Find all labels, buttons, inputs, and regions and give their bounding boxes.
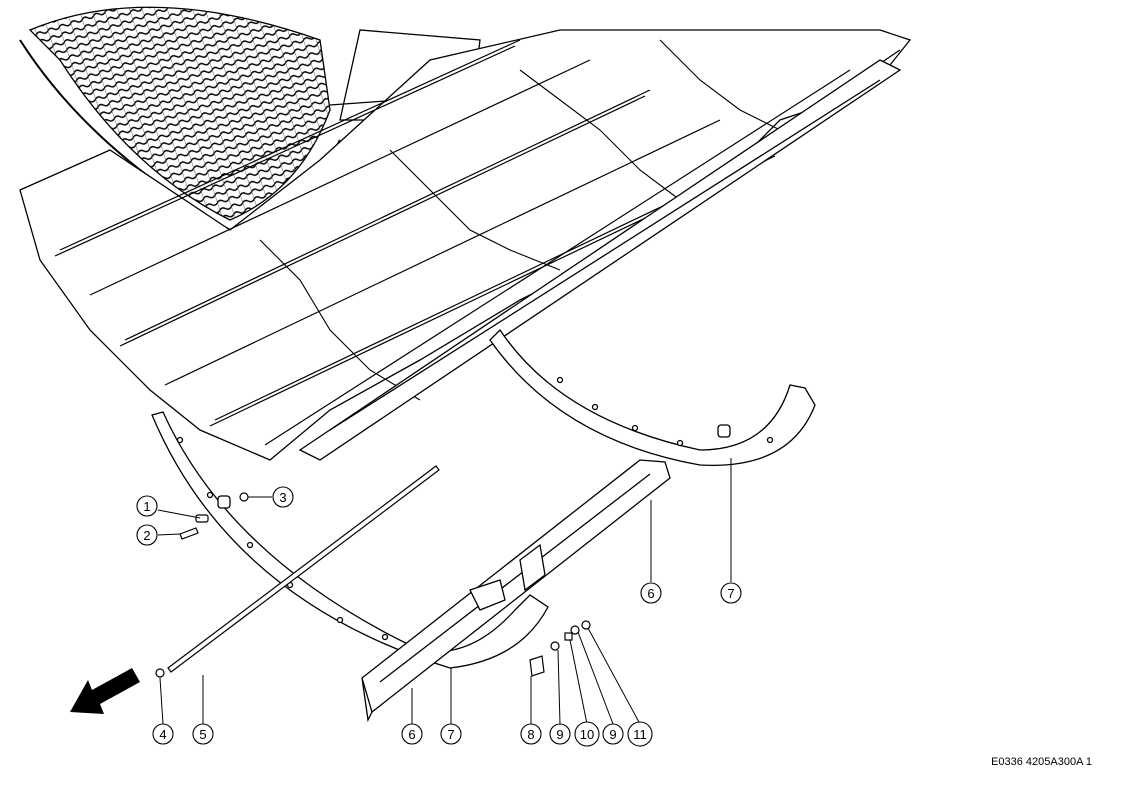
callout-5: 5	[192, 723, 214, 745]
svg-text:7: 7	[447, 727, 454, 742]
side-rail	[298, 59, 902, 461]
part-2-bolt	[179, 527, 199, 540]
lower-curved-strap	[151, 411, 549, 669]
direction-arrow-icon	[70, 668, 140, 714]
small-parts	[179, 492, 591, 677]
callout-6-lower: 6	[401, 723, 423, 745]
upper-curved-strap	[489, 328, 816, 467]
long-rod	[155, 465, 440, 678]
grate-crossbars	[259, 39, 781, 401]
assembled-concave	[19, 6, 912, 461]
callout-4: 4	[152, 723, 174, 745]
part-10-spacer	[564, 632, 573, 641]
channel-bars	[361, 459, 671, 723]
svg-text:3: 3	[279, 490, 286, 505]
callout-3: 3	[272, 486, 294, 508]
callout-10: 10	[574, 721, 600, 747]
figure-id: E0336 4205A300A 1	[991, 756, 1092, 768]
part-8-bolt	[529, 655, 545, 677]
callout-1: 1	[136, 495, 158, 517]
part-9-washer-a	[550, 641, 560, 651]
callout-11: 11	[627, 721, 653, 747]
callout-8: 8	[520, 723, 542, 745]
svg-text:1: 1	[143, 499, 150, 514]
part-3-nut	[239, 492, 249, 502]
callout-7-lower: 7	[440, 723, 462, 745]
part-9-washer-b	[570, 625, 580, 635]
part-11-nut	[581, 620, 591, 630]
svg-text:4: 4	[159, 727, 166, 742]
svg-text:9: 9	[609, 727, 616, 742]
svg-text:6: 6	[647, 586, 654, 601]
callout-balloons: 1 2 3 4 5 6 6 7 7 8 9 10 9 11	[136, 486, 742, 747]
callout-2: 2	[136, 524, 158, 546]
svg-text:10: 10	[580, 727, 594, 742]
callout-6-right: 6	[640, 582, 662, 604]
callout-9-a: 9	[549, 723, 571, 745]
svg-text:11: 11	[633, 727, 647, 742]
svg-text:7: 7	[727, 586, 734, 601]
callout-9-b: 9	[602, 723, 624, 745]
svg-text:2: 2	[143, 528, 150, 543]
svg-text:8: 8	[527, 727, 534, 742]
callout-7-right: 7	[720, 582, 742, 604]
svg-text:5: 5	[199, 727, 206, 742]
svg-text:6: 6	[408, 727, 415, 742]
part-1-pin	[195, 514, 209, 523]
leader-lines	[157, 458, 732, 725]
woven-screen	[28, 6, 331, 221]
svg-text:9: 9	[556, 727, 563, 742]
